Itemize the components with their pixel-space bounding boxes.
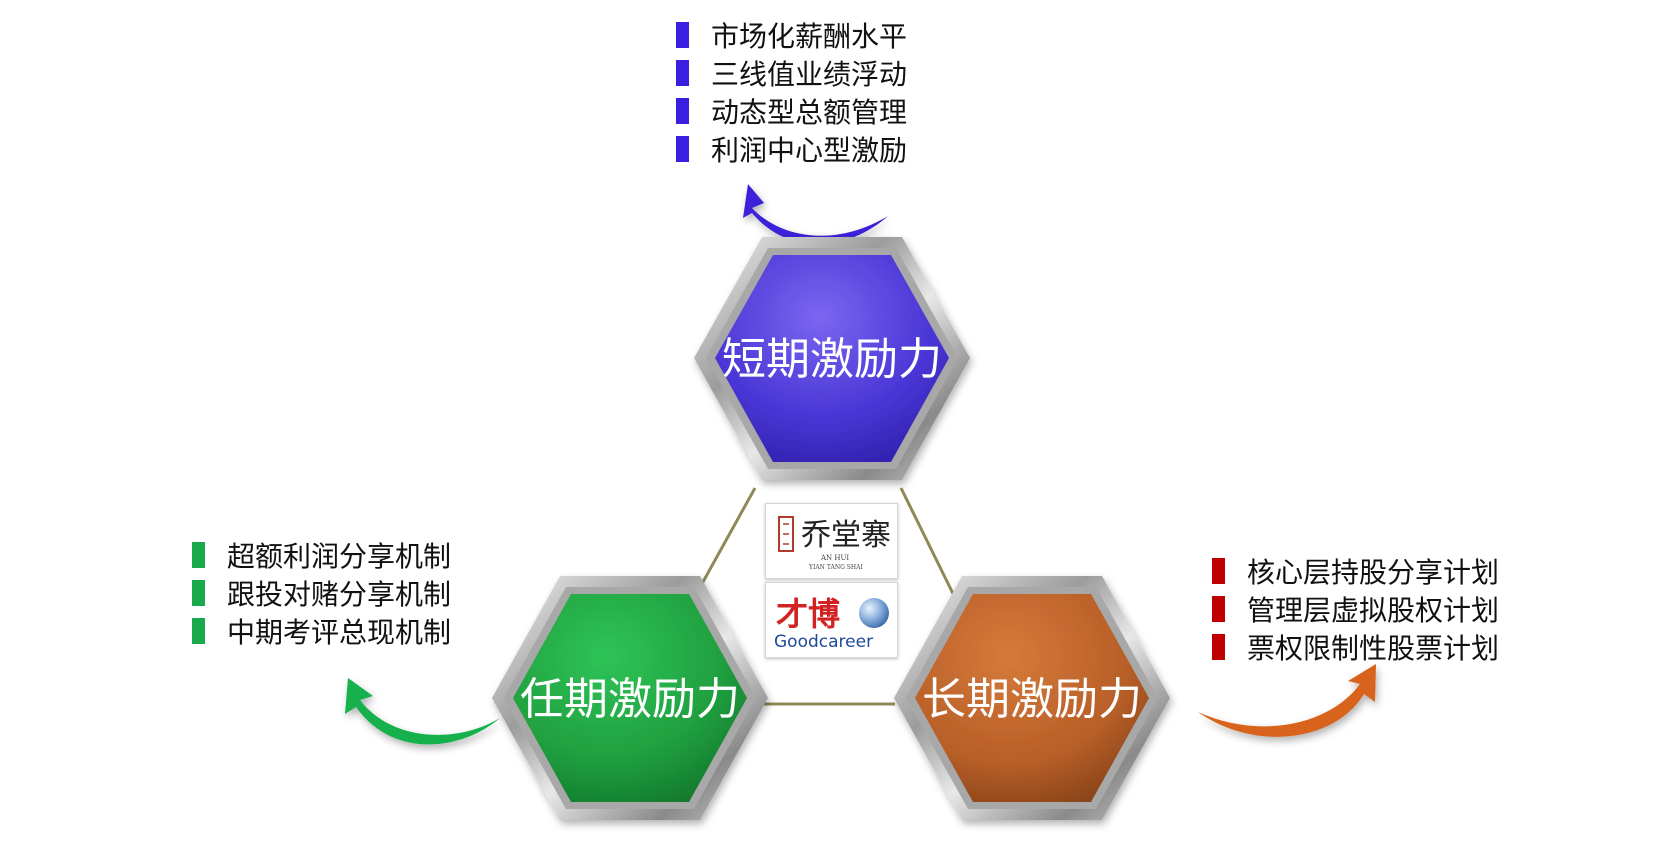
bullet-icon xyxy=(1212,634,1225,660)
list-item: 动态型总额管理 xyxy=(676,92,907,130)
arrow-short-term xyxy=(743,184,888,245)
bullet-icon xyxy=(192,542,205,568)
bullet-icon xyxy=(192,580,205,606)
bullet-icon xyxy=(676,60,689,86)
globe-icon xyxy=(859,598,889,628)
list-item: 票权限制性股票计划 xyxy=(1212,628,1499,666)
logo-yantangzhai: 乔堂寨 AN HUI YIAN TANG SHAI xyxy=(765,503,898,579)
bullet-icon xyxy=(676,136,689,162)
logo-sub-text: YIAN TANG SHAI xyxy=(808,564,863,571)
list-item: 利润中心型激励 xyxy=(676,130,907,168)
mid-term-list: 超额利润分享机制 跟投对赌分享机制 中期考评总现机制 xyxy=(192,536,451,650)
logo-main-text: 才博 xyxy=(776,595,840,633)
logo-main-text: 乔堂寨 xyxy=(801,518,891,553)
list-item: 市场化薪酬水平 xyxy=(676,16,907,54)
list-item: 跟投对赌分享机制 xyxy=(192,574,451,612)
list-item: 管理层虚拟股权计划 xyxy=(1212,590,1499,628)
logo-sub-text: Goodcareer xyxy=(774,632,873,652)
list-item: 超额利润分享机制 xyxy=(192,536,451,574)
bullet-icon xyxy=(676,22,689,48)
bullet-icon xyxy=(192,618,205,644)
arrow-mid-term xyxy=(345,678,500,745)
hexagon-short-term: 短期激励力 xyxy=(694,237,970,480)
seal-icon xyxy=(778,516,794,552)
short-term-list: 市场化薪酬水平 三线值业绩浮动 动态型总额管理 利润中心型激励 xyxy=(676,16,907,168)
arrow-long-term xyxy=(1198,664,1376,737)
logo-sub-text: AN HUI xyxy=(820,554,849,562)
bullet-icon xyxy=(1212,596,1225,622)
hexagon-label-short-term: 短期激励力 xyxy=(722,334,942,385)
long-term-list: 核心层持股分享计划 管理层虚拟股权计划 票权限制性股票计划 xyxy=(1212,552,1499,666)
list-item: 中期考评总现机制 xyxy=(192,612,451,650)
hexagon-label-long-term: 长期激励力 xyxy=(922,674,1142,725)
bullet-icon xyxy=(1212,558,1225,584)
logo-goodcareer: 才博 Goodcareer xyxy=(765,582,898,658)
list-item: 三线值业绩浮动 xyxy=(676,54,907,92)
hexagon-label-mid-term: 任期激励力 xyxy=(520,674,740,725)
hexagon-long-term: 长期激励力 xyxy=(894,576,1170,820)
bullet-icon xyxy=(676,98,689,124)
list-item: 核心层持股分享计划 xyxy=(1212,552,1499,590)
hexagon-mid-term: 任期激励力 xyxy=(492,576,768,820)
